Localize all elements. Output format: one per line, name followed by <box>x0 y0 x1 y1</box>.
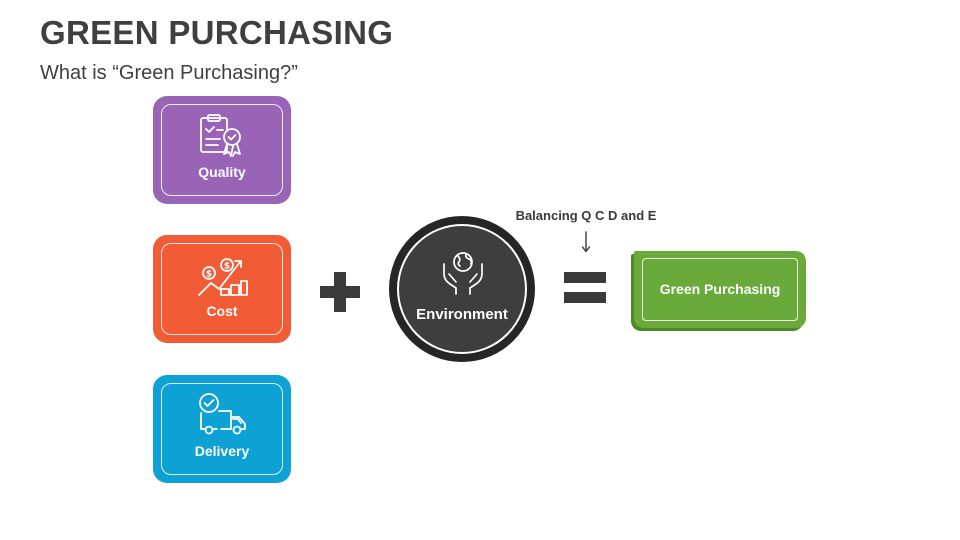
svg-text:$: $ <box>206 270 212 280</box>
delivery-truck-icon <box>199 393 246 435</box>
cost-growth-icon: $ $ <box>198 258 248 296</box>
plus-icon <box>320 272 360 312</box>
card-border <box>161 104 283 196</box>
equals-icon <box>564 272 606 303</box>
environment-circle: Environment <box>389 216 535 362</box>
delivery-card: Delivery <box>153 375 291 483</box>
page-subtitle: What is “Green Purchasing?” <box>40 62 298 84</box>
card-label-cost: Cost <box>206 303 238 319</box>
result-border <box>642 258 798 321</box>
environment-label: Environment <box>416 306 508 323</box>
hands-globe-icon <box>443 252 483 295</box>
down-arrow-icon <box>581 231 591 253</box>
card-border <box>161 243 283 335</box>
quality-certificate-icon <box>200 114 241 157</box>
balancing-annotation: Balancing Q C D and E <box>515 208 657 223</box>
card-label-delivery: Delivery <box>194 443 250 459</box>
environment-circle-inner: Environment <box>397 224 527 354</box>
quality-card: Quality <box>153 96 291 204</box>
card-border <box>161 383 283 475</box>
svg-text:$: $ <box>224 262 230 272</box>
green-purchasing-result: Green Purchasing <box>634 251 806 328</box>
cost-card: $ $ Cost <box>153 235 291 343</box>
page-title: GREEN PURCHASING <box>40 14 394 51</box>
result-label: Green Purchasing <box>659 281 781 297</box>
card-label-quality: Quality <box>198 164 246 180</box>
